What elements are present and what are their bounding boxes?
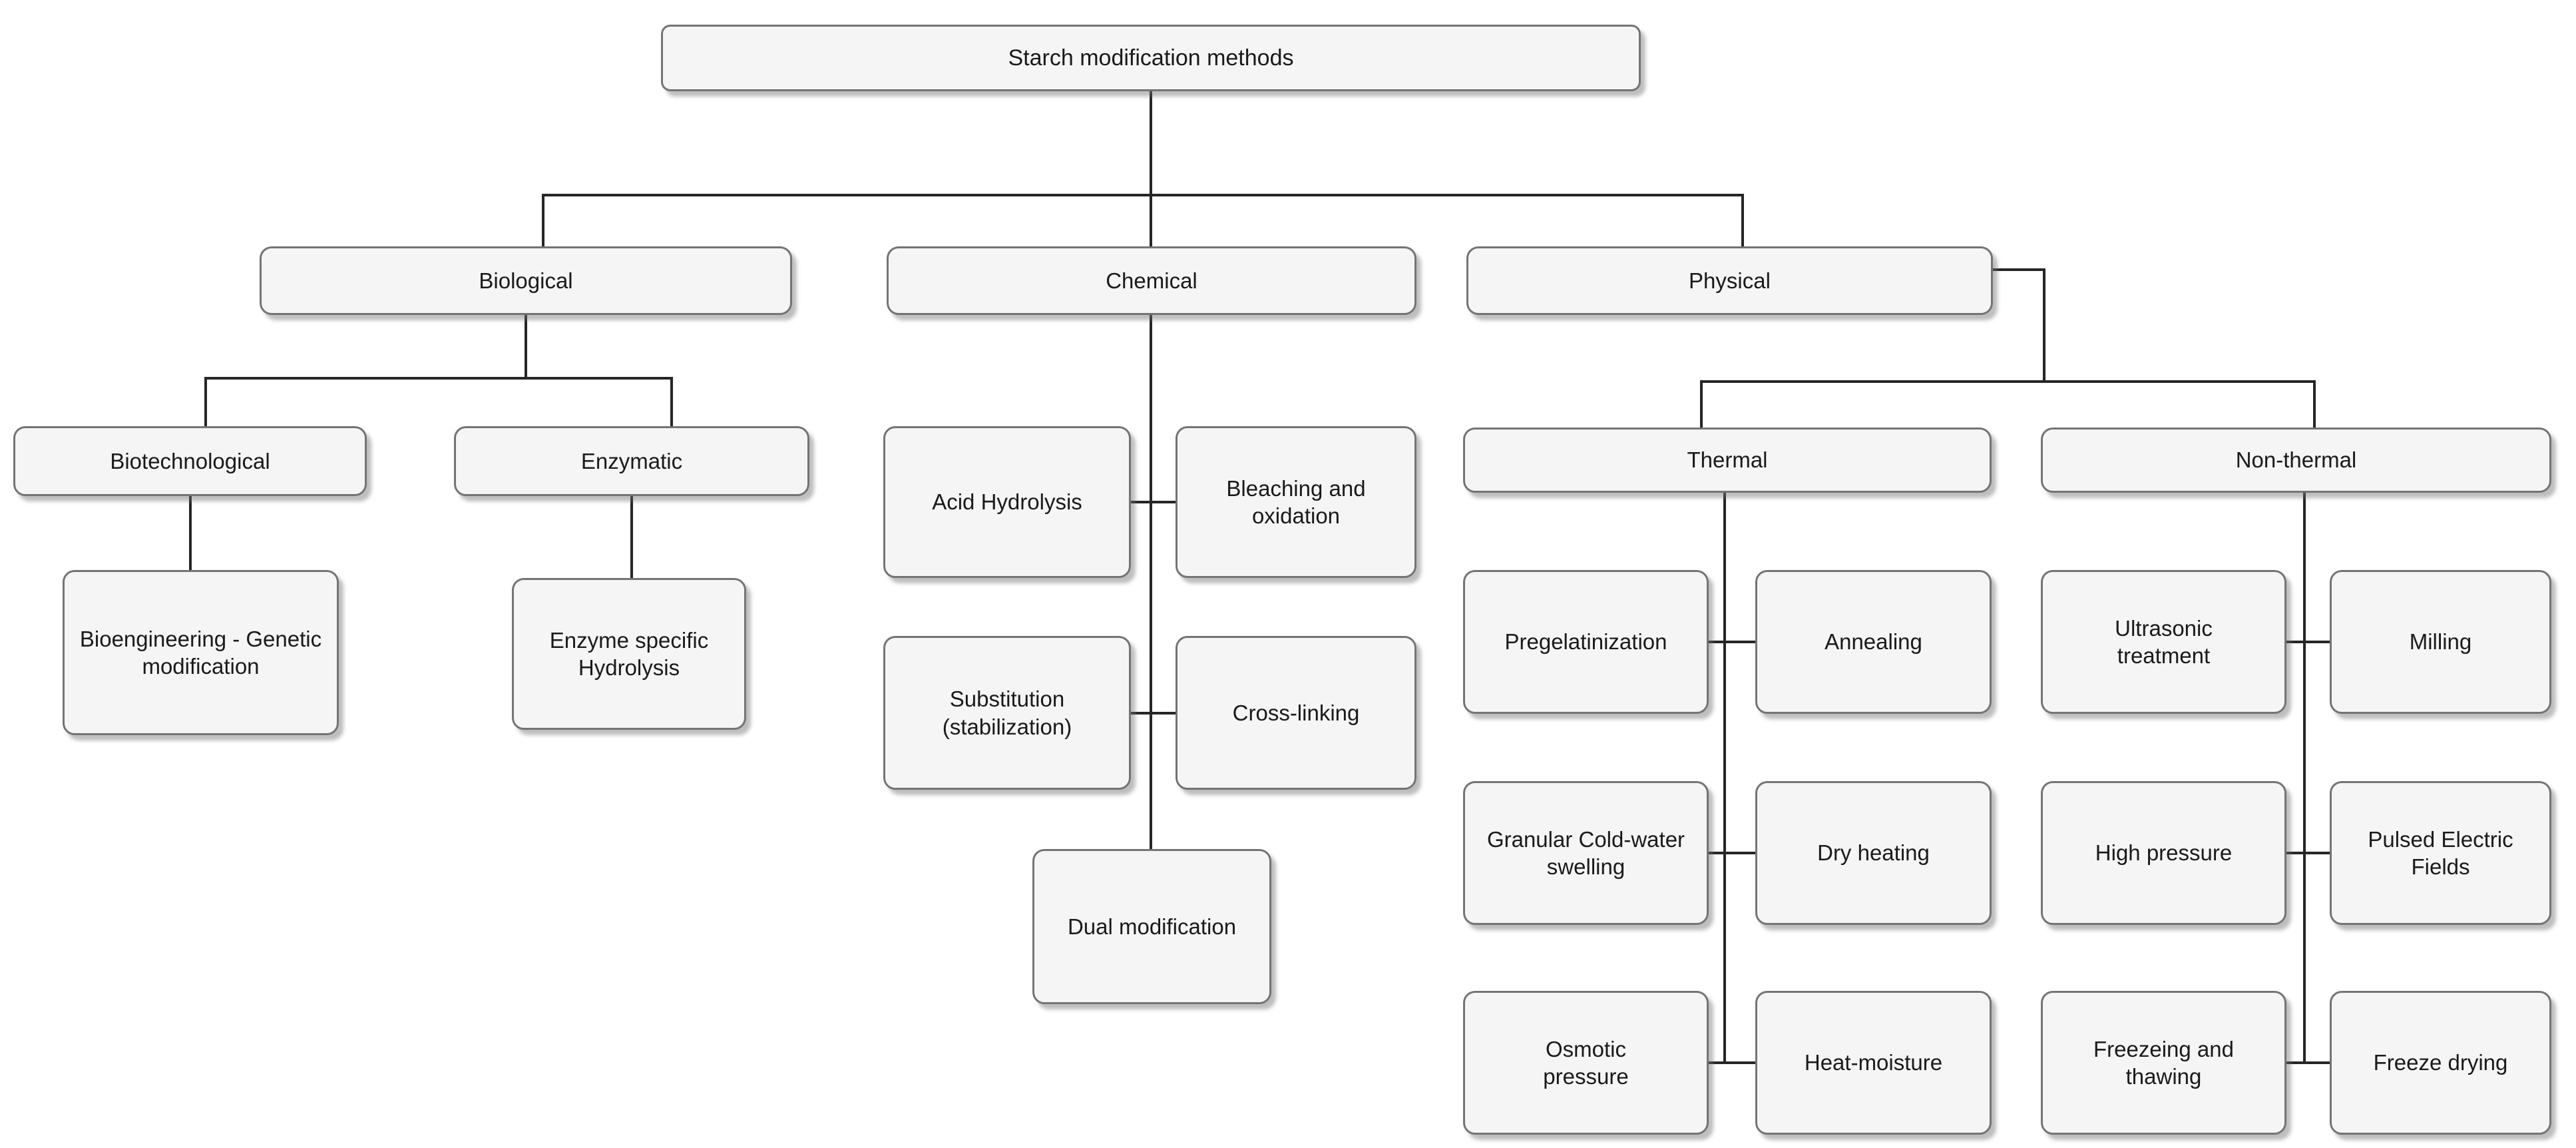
node-granular-cold-water-swelling: Granular Cold-water swelling bbox=[1463, 781, 1709, 925]
connector-line bbox=[1700, 380, 2316, 383]
node-pregelatinization: Pregelatinization bbox=[1463, 570, 1709, 714]
connector-line bbox=[1709, 1061, 1755, 1064]
node-bleaching-and-oxidation: Bleaching and oxidation bbox=[1176, 426, 1416, 578]
node-freezeing-and-thawing: Freezeing and thawing bbox=[2041, 991, 2286, 1135]
connector-line bbox=[1150, 194, 1152, 246]
node-label: Freeze drying bbox=[2373, 1050, 2508, 1075]
node-label: Enzymatic bbox=[580, 448, 683, 473]
node-annealing: Annealing bbox=[1755, 570, 1992, 714]
node-label: Bleaching and oxidation bbox=[1226, 475, 1366, 528]
node-non-thermal: Non-thermal bbox=[2041, 428, 2551, 493]
node-milling: Milling bbox=[2330, 570, 2551, 714]
connector-line bbox=[1700, 380, 1703, 428]
node-label: Thermal bbox=[1687, 447, 1768, 473]
node-label: High pressure bbox=[2095, 840, 2233, 866]
node-label: Pregelatinization bbox=[1504, 629, 1667, 655]
node-cross-linking: Cross-linking bbox=[1176, 636, 1416, 790]
node-ultrasonic-treatment: Ultrasonic treatment bbox=[2041, 570, 2286, 714]
node-label: Physical bbox=[1689, 268, 1771, 293]
node-acid-hydrolysis: Acid Hydrolysis bbox=[883, 426, 1131, 578]
connector-line bbox=[1131, 712, 1176, 715]
node-enzyme-specific-hydrolysis: Enzyme specific Hydrolysis bbox=[512, 578, 746, 730]
connector-line bbox=[1723, 491, 1726, 1064]
connector-line bbox=[2286, 1061, 2330, 1064]
node-label: Dual modification bbox=[1067, 914, 1237, 939]
connector-line bbox=[189, 496, 192, 571]
node-label: Bioengineering - Genetic modification bbox=[79, 626, 322, 679]
connector-line bbox=[542, 194, 1744, 196]
connector-line bbox=[1993, 268, 2045, 271]
node-label: Biological bbox=[479, 268, 573, 293]
connector-line bbox=[2286, 852, 2330, 854]
node-starch-modification-methods: Starch modification methods bbox=[661, 25, 1641, 91]
node-substitution-stabilization: Substitution (stabilization) bbox=[883, 636, 1131, 790]
node-label: Ultrasonic treatment bbox=[2115, 615, 2213, 668]
node-label: Milling bbox=[2409, 629, 2472, 655]
connector-line bbox=[1131, 501, 1176, 503]
connector-line bbox=[2043, 268, 2045, 383]
connector-line bbox=[1150, 315, 1152, 849]
connector-line bbox=[1150, 91, 1152, 195]
node-freeze-drying: Freeze drying bbox=[2330, 991, 2551, 1135]
connector-line bbox=[525, 315, 527, 380]
node-physical: Physical bbox=[1466, 246, 1993, 315]
node-thermal: Thermal bbox=[1463, 428, 1992, 493]
node-label: Enzyme specific Hydrolysis bbox=[549, 627, 709, 680]
node-label: Osmotic pressure bbox=[1543, 1036, 1629, 1089]
node-label: Dry heating bbox=[1817, 840, 1930, 866]
connector-line bbox=[1709, 852, 1755, 854]
node-label: Non-thermal bbox=[2235, 447, 2357, 473]
node-label: Substitution (stabilization) bbox=[942, 687, 1072, 739]
connector-line bbox=[2303, 491, 2306, 1064]
connector-line bbox=[2313, 380, 2316, 428]
connector-line bbox=[670, 377, 673, 428]
node-label: Chemical bbox=[1106, 268, 1197, 293]
node-dry-heating: Dry heating bbox=[1755, 781, 1992, 925]
node-high-pressure: High pressure bbox=[2041, 781, 2286, 925]
connector-line bbox=[1741, 194, 1744, 246]
node-bioengineering-genetic-modification: Bioengineering - Genetic modification bbox=[63, 570, 339, 735]
connector-line bbox=[1709, 641, 1755, 643]
node-label: Biotechnological bbox=[110, 448, 270, 473]
node-heat-moisture: Heat-moisture bbox=[1755, 991, 1992, 1135]
node-label: Acid Hydrolysis bbox=[932, 489, 1082, 515]
connector-line bbox=[542, 194, 544, 246]
node-biological: Biological bbox=[260, 246, 792, 315]
node-label: Pulsed Electric Fields bbox=[2368, 826, 2513, 879]
node-chemical: Chemical bbox=[887, 246, 1416, 315]
node-biotechnological: Biotechnological bbox=[13, 426, 367, 496]
connector-line bbox=[630, 496, 633, 579]
node-label: Granular Cold-water swelling bbox=[1486, 826, 1685, 879]
connector-line bbox=[204, 377, 207, 428]
node-label: Cross-linking bbox=[1232, 700, 1360, 725]
connector-line bbox=[204, 377, 673, 380]
node-enzymatic: Enzymatic bbox=[454, 426, 809, 496]
node-osmotic-pressure: Osmotic pressure bbox=[1463, 991, 1709, 1135]
node-label: Freezeing and thawing bbox=[2093, 1036, 2234, 1089]
node-pulsed-electric-fields: Pulsed Electric Fields bbox=[2330, 781, 2551, 925]
node-dual-modification: Dual modification bbox=[1032, 849, 1271, 1004]
node-label: Starch modification methods bbox=[1008, 45, 1294, 71]
node-label: Heat-moisture bbox=[1804, 1050, 1943, 1075]
node-label: Annealing bbox=[1825, 629, 1922, 655]
connector-line bbox=[2286, 641, 2330, 643]
